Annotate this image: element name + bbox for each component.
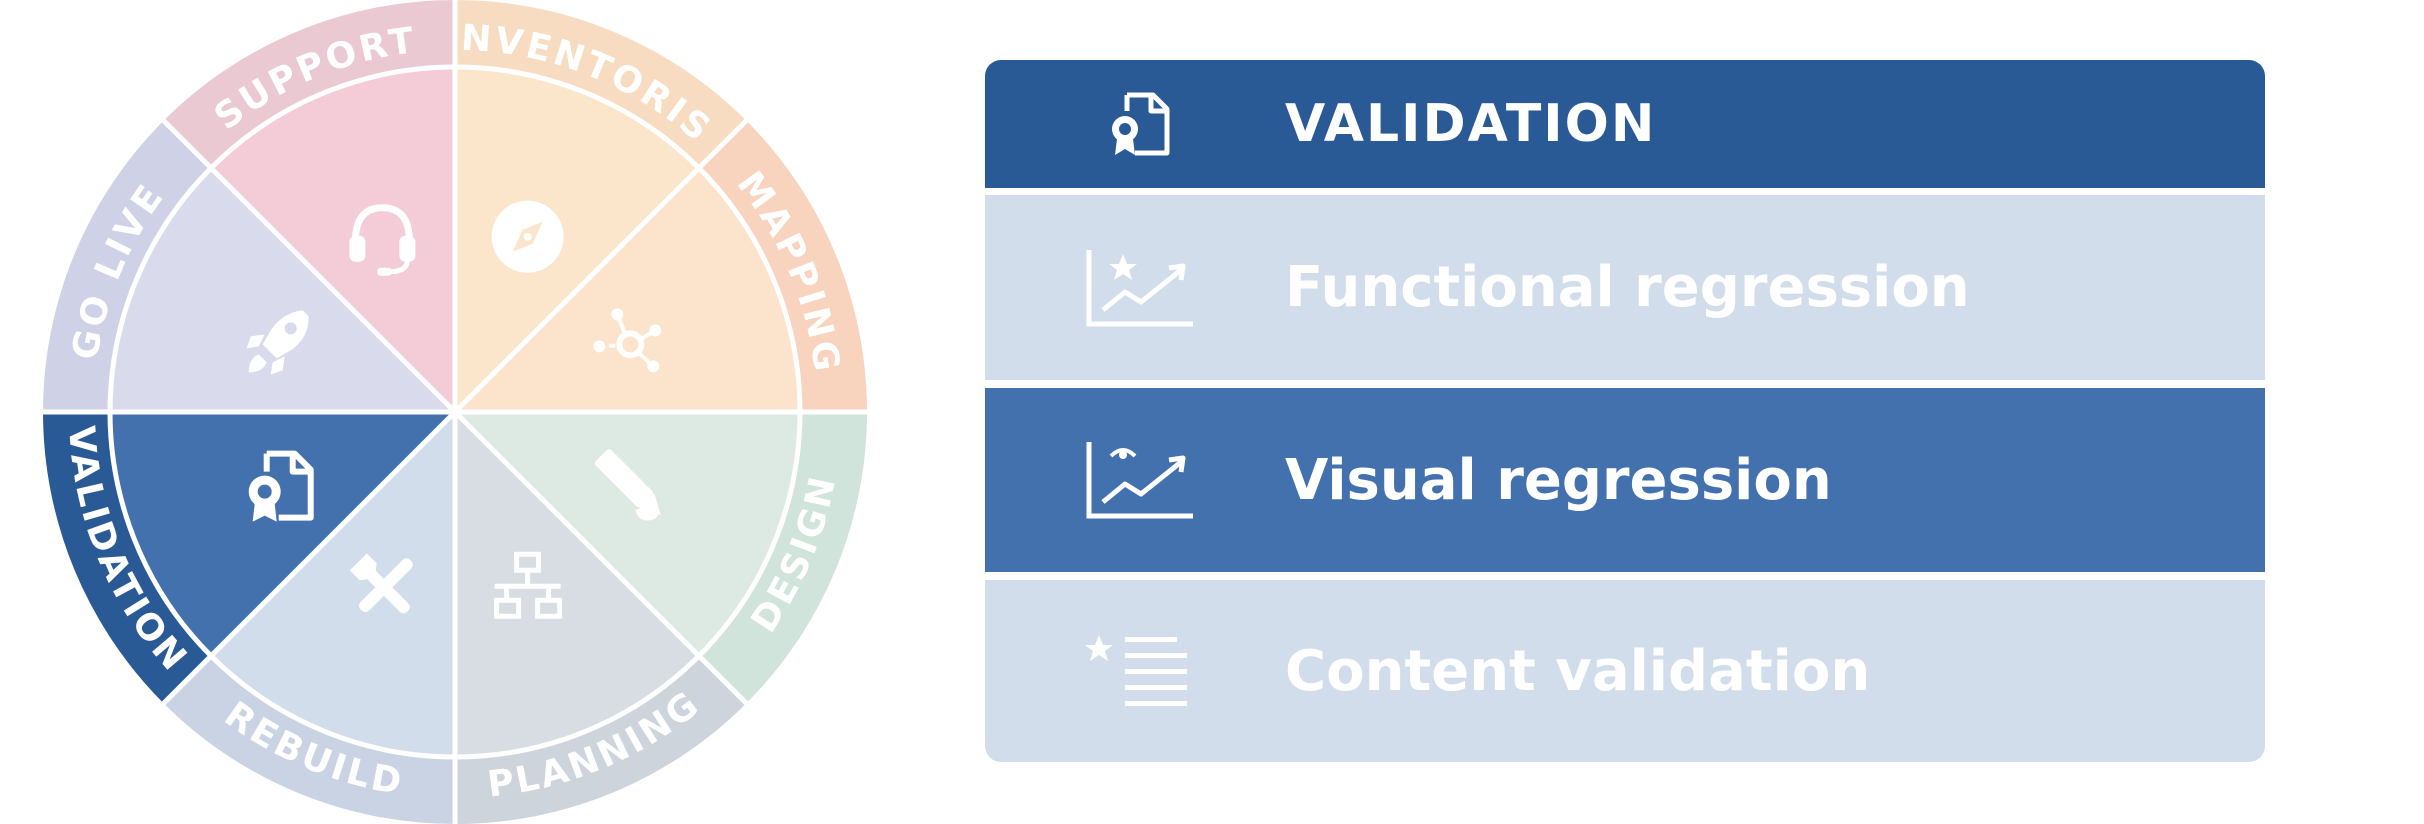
wheel-segment-mapping — [455, 168, 800, 412]
chart-eye-icon — [1080, 388, 1200, 572]
wheel-segment-inventorise — [455, 67, 699, 412]
step-content-validation: Content validation — [985, 580, 2265, 762]
wheel-ring-validation — [43, 412, 212, 704]
step-functional-regression: Functional regression — [985, 195, 2265, 380]
step-label: Visual regression — [1285, 447, 1832, 513]
wheel-ring-design — [698, 412, 867, 704]
wheel-segment-go-live — [110, 168, 455, 412]
tools-icon — [349, 553, 413, 614]
star-list-icon — [1080, 580, 1200, 762]
wheel-segment-validation — [110, 412, 455, 656]
network-icon — [593, 308, 662, 373]
wheel-segment-support — [211, 67, 455, 412]
phase-header: VALIDATION — [985, 60, 2265, 188]
wheel-ring-mapping — [698, 120, 867, 413]
rocket-icon — [246, 310, 309, 375]
step-label: Functional regression — [1285, 255, 1970, 320]
wheel-ring-planning — [455, 655, 747, 824]
validation-steps-panel: VALIDATION Functional regression Visual … — [985, 60, 2265, 762]
chart-star-icon — [1080, 195, 1200, 380]
sitemap-icon — [494, 551, 563, 619]
wheel-segment-planning — [455, 412, 699, 757]
certificate-document-icon — [1080, 60, 1200, 188]
wheel-segment-rebuild — [211, 412, 455, 757]
wheel-segment-design — [455, 412, 800, 656]
compass-icon — [491, 200, 564, 273]
wheel-ring-rebuild — [163, 655, 456, 824]
wheel-inner-ring — [107, 64, 803, 760]
wheel-ring-inventorise — [455, 0, 747, 169]
wheel-ring-support — [163, 0, 456, 169]
phase-header-title: VALIDATION — [1285, 94, 1657, 154]
headset-icon — [349, 204, 416, 276]
pencil-ruler-icon — [594, 449, 661, 521]
step-label: Content validation — [1285, 638, 1871, 704]
certificate-document-icon — [248, 450, 314, 522]
step-visual-regression: Visual regression — [985, 388, 2265, 572]
wheel-ring-go-live — [43, 120, 212, 413]
phase-wheel: SUPPORTINVENTORISEMAPPINGDESIGNPLANNINGR… — [0, 0, 867, 824]
